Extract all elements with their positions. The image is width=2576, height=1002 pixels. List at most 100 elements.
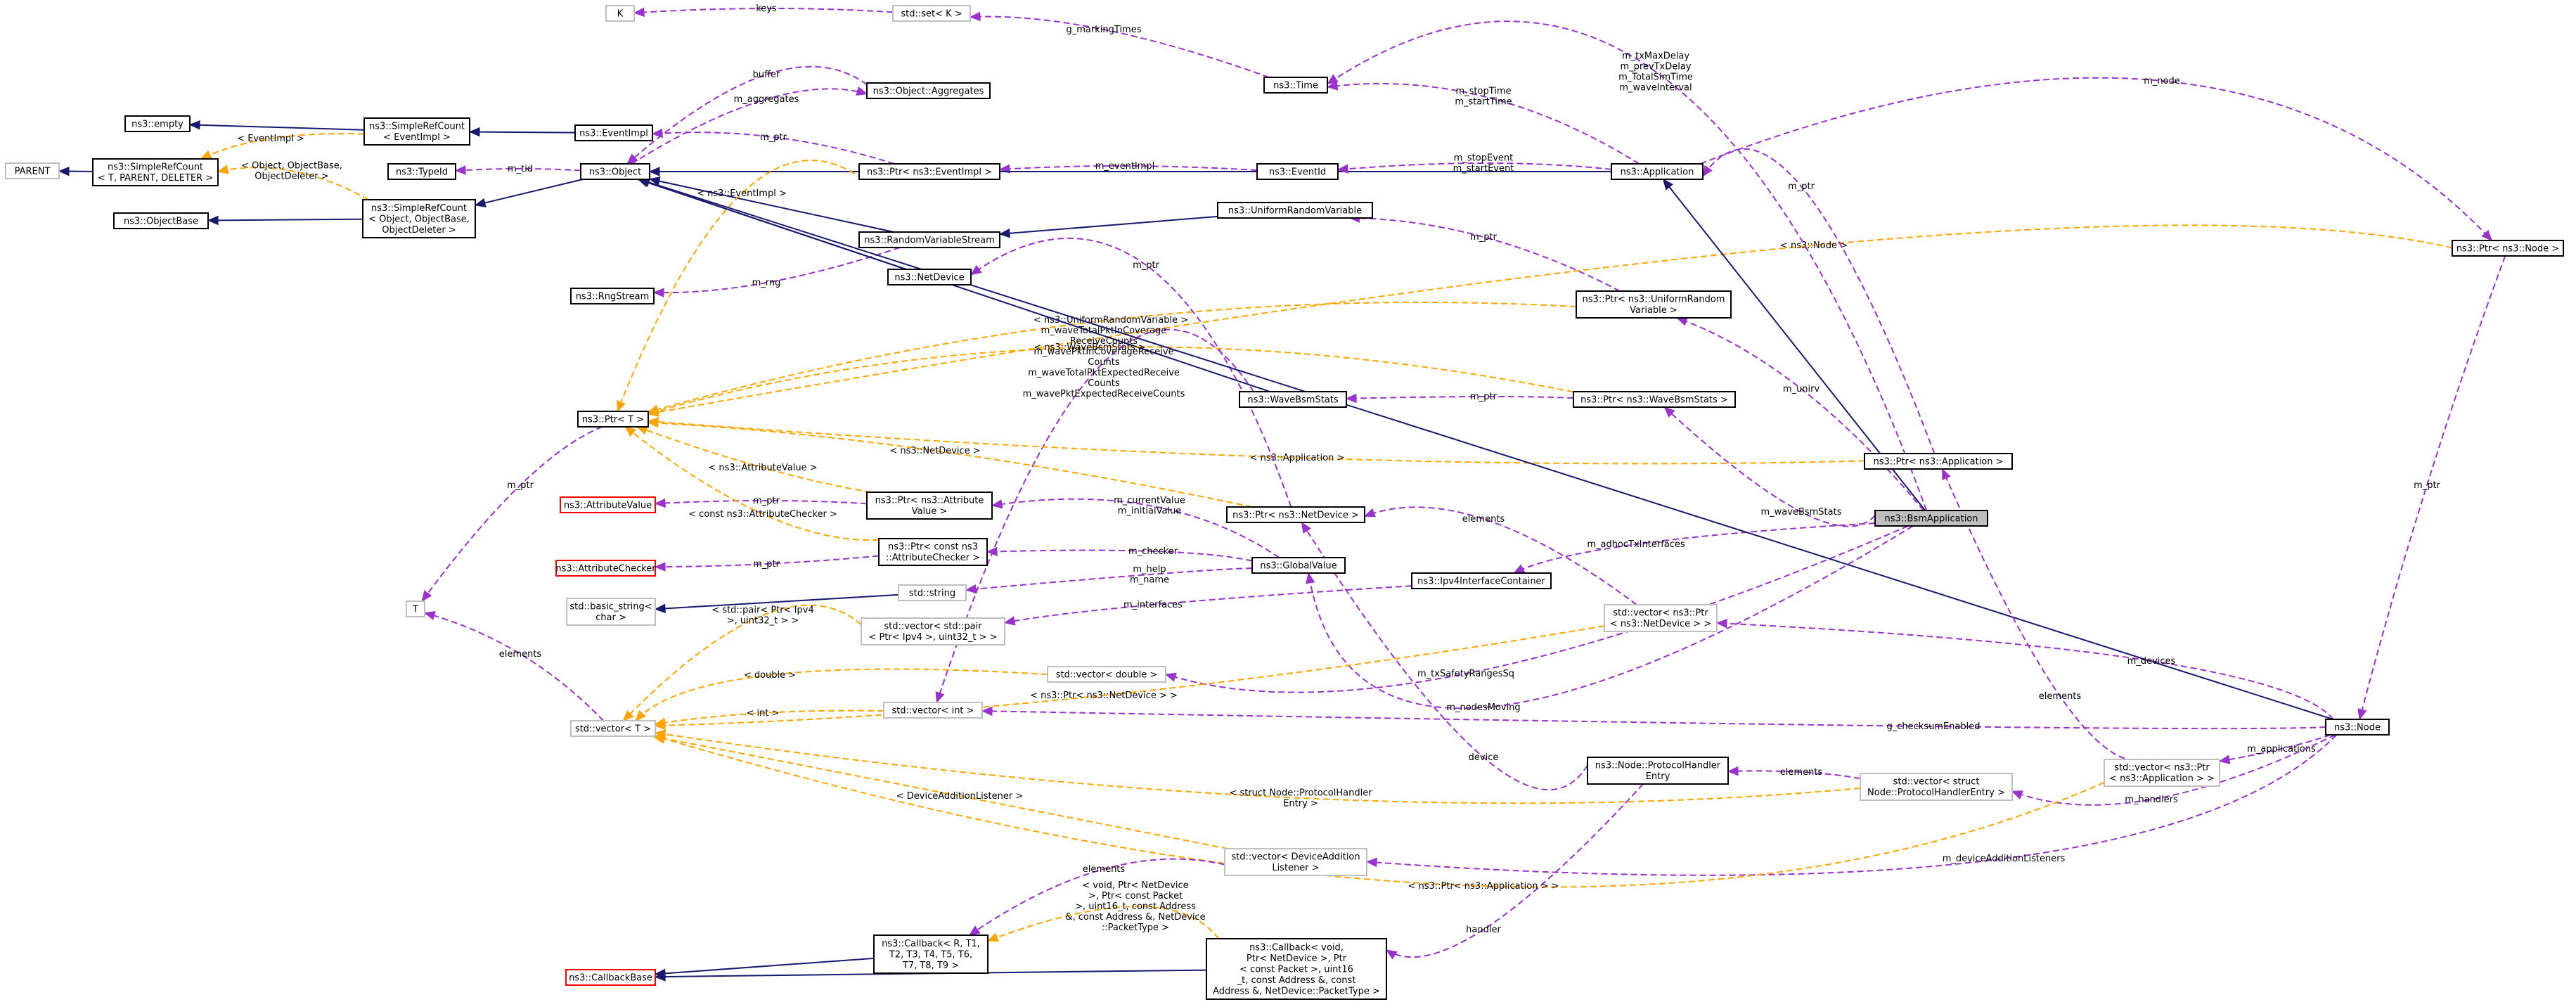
- node-ptr-net-dev[interactable]: ns3::Ptr< ns3::NetDevice >: [1226, 506, 1365, 523]
- node-event-id[interactable]: ns3::EventId: [1256, 163, 1339, 180]
- node-vec-int[interactable]: std::vector< int >: [883, 702, 983, 719]
- node-time[interactable]: ns3::Time: [1263, 77, 1328, 94]
- node-ipv4ic[interactable]: ns3::Ipv4InterfaceContainer: [1411, 572, 1552, 589]
- inheritance-edge: [474, 179, 584, 207]
- node-box: [1224, 848, 1367, 876]
- node-net-device[interactable]: ns3::NetDevice: [887, 269, 972, 285]
- node-label-line: ns3::NetDevice: [894, 272, 964, 283]
- edge-arrowhead: [654, 717, 666, 728]
- usage-edge: m_applications: [2218, 734, 2331, 764]
- node-k[interactable]: K: [605, 5, 635, 22]
- node-box: [1864, 453, 2013, 470]
- node-object-base[interactable]: ns3::ObjectBase: [113, 212, 209, 229]
- node-empty[interactable]: ns3::empty: [124, 115, 191, 132]
- node-vec-t[interactable]: std::vector< T >: [570, 720, 656, 737]
- node-vec-dal[interactable]: std::vector< DeviceAdditionListener >: [1224, 848, 1367, 876]
- template-instance-edge: < double >: [635, 668, 1048, 721]
- node-bsm-app[interactable]: ns3::BsmApplication: [1874, 510, 1988, 527]
- node-application[interactable]: ns3::Application: [1611, 163, 1704, 180]
- node-callback-base[interactable]: ns3::CallbackBase: [565, 969, 656, 986]
- node-wave-bsm-stats[interactable]: ns3::WaveBsmStats: [1239, 391, 1347, 408]
- edge-arrowhead: [633, 7, 645, 18]
- node-ptr-node[interactable]: ns3::Ptr< ns3::Node >: [2452, 240, 2564, 257]
- node-label-line: ns3::Ptr< ns3::NetDevice >: [1232, 510, 1359, 520]
- edge-label: < DeviceAdditionListener >: [896, 791, 1024, 802]
- node-global-value[interactable]: ns3::GlobalValue: [1251, 557, 1346, 574]
- node-ptr-attr-value[interactable]: ns3::Ptr< ns3::AttributeValue >: [866, 492, 993, 520]
- node-box: [362, 199, 476, 238]
- node-vec-pair[interactable]: std::vector< std::pair< Ptr< Ipv4 >, uin…: [861, 617, 1005, 645]
- node-vec-ptr-net-dev[interactable]: std::vector< ns3::Ptr< ns3::NetDevice > …: [1604, 604, 1718, 632]
- node-vec-ptr-app[interactable]: std::vector< ns3::Ptr< ns3::Application …: [2104, 759, 2220, 787]
- node-ptr-ev-impl[interactable]: ns3::Ptr< ns3::EventImpl >: [858, 163, 1000, 180]
- edge-line: [633, 7, 894, 14]
- edge-line: [969, 858, 1225, 936]
- node-label-line: ns3::Ptr< ns3::WaveBsmStats >: [1580, 394, 1728, 405]
- node-label-line: Entry: [1646, 771, 1670, 782]
- edge-label: elements: [1083, 864, 1126, 875]
- edge-line: [2219, 734, 2331, 762]
- node-src-obj[interactable]: ns3::SimpleRefCount< Object, ObjectBase,…: [362, 199, 476, 238]
- edge-label: m_waveInterval: [1619, 83, 1692, 94]
- node-callback[interactable]: ns3::Callback< R, T1,T2, T3, T4, T5, T6,…: [873, 934, 988, 974]
- node-callback-void[interactable]: ns3::Callback< void,Ptr< NetDevice >, Pt…: [1206, 938, 1387, 1000]
- node-node[interactable]: ns3::Node: [2325, 719, 2390, 736]
- node-label-line: Node::ProtocolHandlerEntry >: [1867, 788, 2005, 798]
- edge-line: [617, 160, 863, 412]
- node-box: [873, 934, 988, 974]
- node-aggregates[interactable]: ns3::Object::Aggregates: [866, 82, 991, 99]
- edge-label: elements: [1780, 767, 1823, 778]
- node-ptr-app[interactable]: ns3::Ptr< ns3::Application >: [1864, 453, 2013, 470]
- usage-edge: keys: [633, 4, 894, 18]
- node-label-line: T7, T8, T9 >: [902, 961, 959, 971]
- node-set[interactable]: std::set< K >: [892, 5, 971, 22]
- edge-label: < void, Ptr< NetDevice: [1082, 880, 1188, 891]
- node-ptr-urv[interactable]: ns3::Ptr< ns3::UniformRandomVariable >: [1576, 290, 1732, 319]
- node-t[interactable]: T: [406, 600, 425, 617]
- node-box: [1611, 163, 1704, 180]
- usage-edge: m_rng: [652, 247, 901, 298]
- node-label-line: ns3::SimpleRefCount: [108, 162, 203, 173]
- edge-line: [655, 500, 868, 505]
- template-instance-edge: < DeviceAdditionListener >: [652, 733, 1228, 849]
- node-string[interactable]: std::string: [898, 584, 967, 601]
- edge-label: handler: [1466, 925, 1501, 935]
- node-phe[interactable]: ns3::Node::ProtocolHandlerEntry: [1587, 757, 1729, 785]
- node-rvs[interactable]: ns3::RandomVariableStream: [858, 231, 1000, 248]
- node-src-t[interactable]: ns3::SimpleRefCount< T, PARENT, DELETER …: [92, 158, 219, 186]
- edge-label: m_wavePktInCoverageReceive: [1033, 347, 1173, 357]
- node-basic-string[interactable]: std::basic_string<char >: [566, 598, 656, 626]
- edge-label: < struct Node::ProtocolHandler: [1229, 788, 1372, 799]
- edge-arrowhead: [647, 406, 659, 416]
- node-urv[interactable]: ns3::UniformRandomVariable: [1217, 202, 1373, 219]
- node-vec-double[interactable]: std::vector< double >: [1047, 666, 1166, 683]
- edge-line: [1699, 77, 2492, 241]
- node-ptr-t[interactable]: ns3::Ptr< T >: [577, 411, 649, 428]
- node-src-ev-impl[interactable]: ns3::SimpleRefCount< EventImpl >: [363, 117, 470, 146]
- node-ptr-wbs[interactable]: ns3::Ptr< ns3::WaveBsmStats >: [1573, 391, 1736, 408]
- edge-line: [1727, 770, 1861, 780]
- edge-line: [1301, 522, 1588, 791]
- node-rng-stream[interactable]: ns3::RngStream: [570, 288, 655, 304]
- node-box: [866, 492, 993, 520]
- node-object[interactable]: ns3::Object: [580, 163, 650, 180]
- usage-edge: m_ptr: [970, 238, 1292, 508]
- node-attr-checker[interactable]: ns3::AttributeChecker: [555, 560, 656, 577]
- node-parent[interactable]: PARENT: [5, 162, 60, 179]
- node-label-line: ns3::Ptr< T >: [582, 414, 644, 425]
- node-box: [1047, 666, 1166, 683]
- node-type-id[interactable]: ns3::TypeId: [387, 163, 456, 180]
- node-label-line: Variable >: [1630, 305, 1677, 316]
- node-vec-phe[interactable]: std::vector< structNode::ProtocolHandler…: [1860, 773, 2013, 801]
- edge-arrowhead: [968, 925, 981, 936]
- node-attr-value[interactable]: ns3::AttributeValue: [560, 496, 656, 513]
- node-label-line: ns3::AttributeValue: [564, 500, 652, 510]
- edge-line: [207, 218, 363, 221]
- edge-arrowhead: [1942, 468, 1951, 480]
- node-box: [866, 82, 991, 99]
- node-event-impl[interactable]: ns3::EventImpl: [574, 124, 653, 141]
- edge-label: g_checksumEnabled: [1886, 721, 1980, 732]
- edge-label: m_adhocTxInterfaces: [1587, 539, 1685, 550]
- node-ptr-attr-checker[interactable]: ns3::Ptr< const ns3::AttributeChecker >: [878, 538, 988, 566]
